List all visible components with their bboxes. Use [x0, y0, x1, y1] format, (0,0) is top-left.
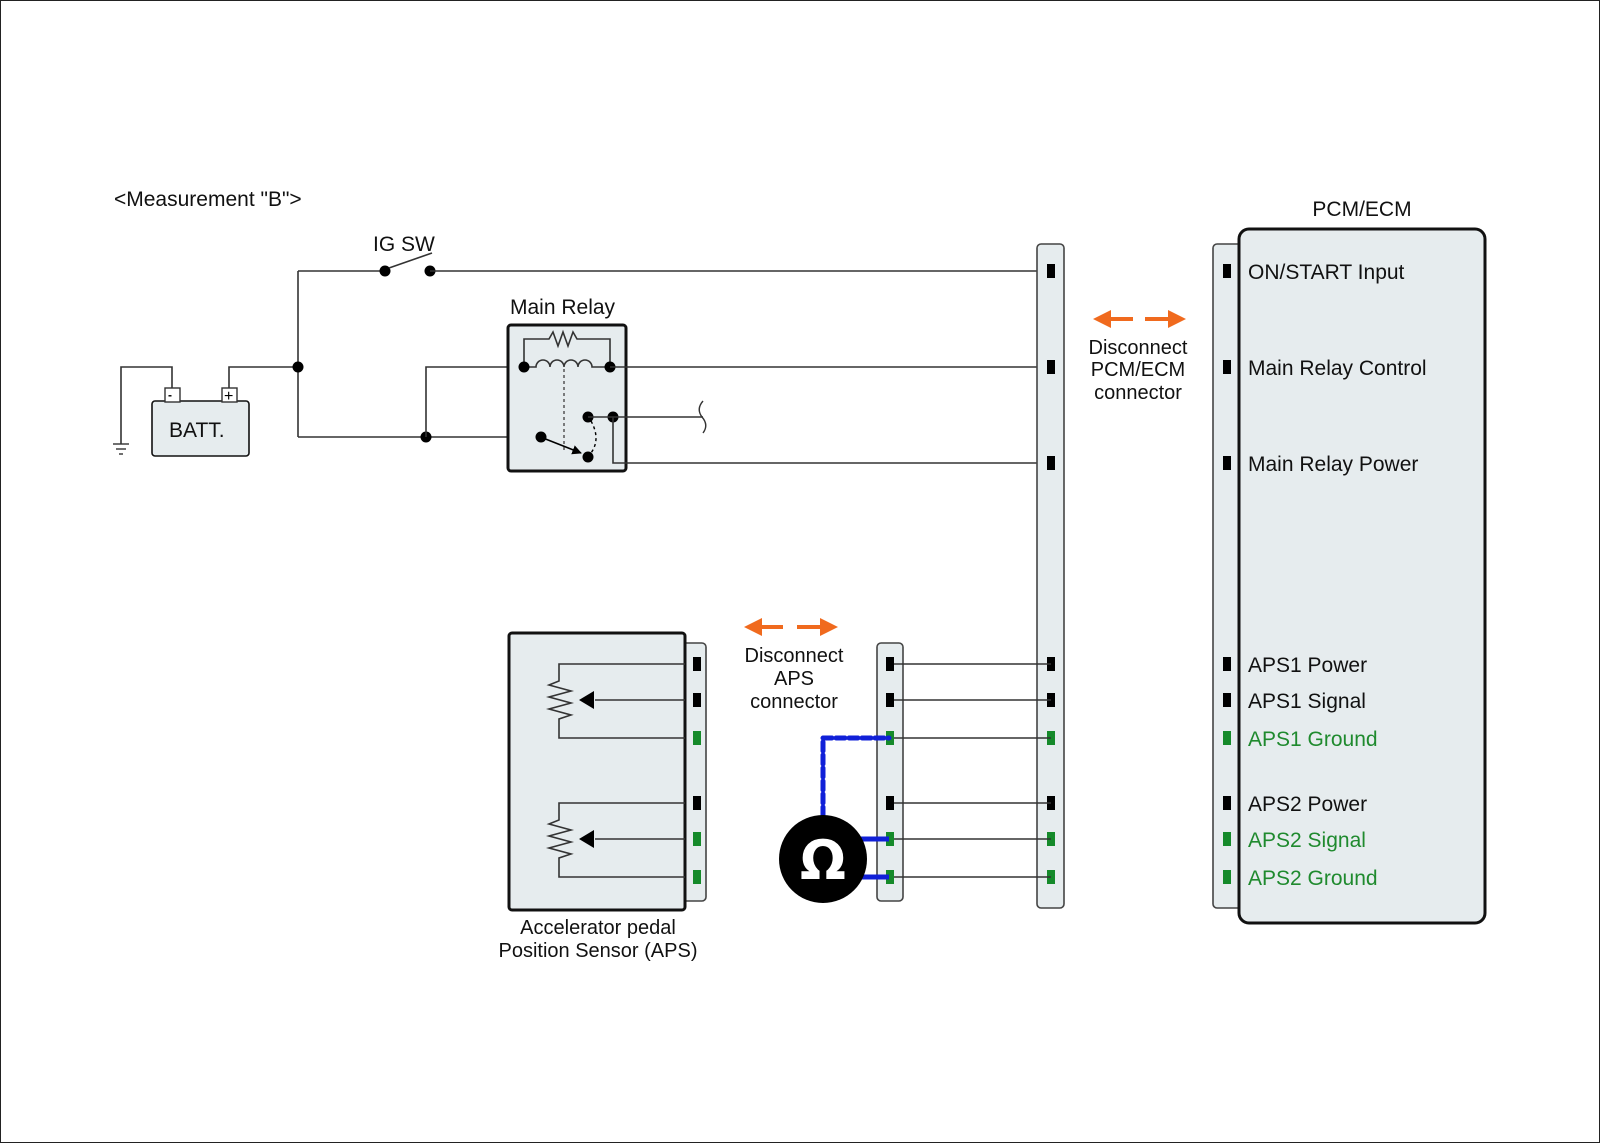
pcm-pin-aps2-ground[interactable]	[1223, 870, 1231, 884]
ohmmeter-body[interactable]	[779, 815, 867, 903]
aps-harness-pin-aps1-signal[interactable]	[886, 693, 894, 707]
aps-harness-wires	[891, 663, 1051, 878]
pcm-pin-label-on-start-input: ON/START Input	[1248, 261, 1405, 284]
aps-sensor-label-2: Position Sensor (APS)	[499, 940, 698, 962]
pcm-pin-label-aps1-signal: APS1 Signal	[1248, 690, 1366, 713]
aps-sensor-pin-aps2-ground	[693, 870, 701, 884]
disconnect-pcm-text-2: PCM/ECM	[1091, 359, 1185, 381]
battery-positive-symbol: +	[224, 388, 233, 405]
aps-sensor-pin-aps1-ground	[693, 731, 701, 745]
pcm-pin-aps1-signal[interactable]	[1223, 693, 1231, 707]
aps-sensor-label-1: Accelerator pedal	[520, 917, 676, 939]
harness-pin-main-relay-control[interactable]	[1047, 360, 1055, 374]
pcm-pin-label-main-relay-control: Main Relay Control	[1248, 357, 1427, 380]
battery-negative-symbol: -	[168, 388, 172, 402]
pcm-pin-label-aps1-power: APS1 Power	[1248, 654, 1367, 677]
aps-sensor-pin-aps1-signal	[693, 693, 701, 707]
pcm-pin-label-aps2-signal: APS2 Signal	[1248, 829, 1366, 852]
pcm-pin-label-aps1-ground: APS1 Ground	[1248, 728, 1378, 751]
aps2-potentiometer	[545, 802, 685, 878]
junction-dot	[292, 361, 304, 373]
wire-main-relay-power	[612, 417, 1053, 464]
pcm-pin-on-start-input[interactable]	[1223, 264, 1231, 278]
pcm-ecm-label: PCM/ECM	[1312, 198, 1411, 221]
ohmmeter[interactable]: Ω	[779, 815, 867, 903]
aps-sensor-body	[507, 631, 687, 912]
pcm-pin-main-relay-power[interactable]	[1223, 456, 1231, 470]
main-relay-body	[506, 323, 628, 473]
aps-harness-connector[interactable]	[876, 642, 904, 902]
pcm-pin-label-aps2-power: APS2 Power	[1248, 793, 1367, 816]
disconnect-aps-text-1: Disconnect	[745, 645, 844, 667]
aps-harness-pin-aps2-power[interactable]	[886, 796, 894, 810]
pcm-pin-aps1-power[interactable]	[1223, 657, 1231, 671]
pcm-pin-label-aps2-ground: APS2 Ground	[1248, 867, 1378, 890]
aps-sensor-pin-aps1-power	[693, 657, 701, 671]
pcm-pin-aps2-signal[interactable]	[1223, 832, 1231, 846]
pcm-pin-main-relay-control[interactable]	[1223, 360, 1231, 374]
disconnect-pcm-text-3: connector	[1094, 382, 1182, 404]
main-relay-label: Main Relay	[510, 296, 616, 319]
aps-sensor-pins	[693, 657, 701, 884]
disconnect-aps-text-3: connector	[750, 691, 838, 713]
battery-body	[151, 400, 250, 457]
disconnect-aps-text-2: APS	[774, 668, 814, 690]
ig-switch: IG SW	[298, 233, 436, 277]
aps1-potentiometer	[545, 663, 685, 739]
harness-pin-main-relay-power[interactable]	[1047, 456, 1055, 470]
ground-icon	[113, 366, 173, 455]
pcm-pin-aps1-ground[interactable]	[1223, 731, 1231, 745]
wire-break-icon	[698, 400, 707, 434]
wire-relay-coil-feed	[425, 366, 524, 437]
ig-switch-label: IG SW	[373, 233, 435, 256]
diagram-title: <Measurement "B">	[114, 188, 302, 211]
main-relay: Main Relay	[506, 296, 628, 473]
aps-sensor-pin-aps2-signal	[693, 832, 701, 846]
ohmmeter-lead-dashed	[820, 735, 892, 819]
ohm-icon: Ω	[800, 829, 846, 892]
harness-connector[interactable]	[1036, 243, 1065, 909]
aps-harness-pin-aps2-ground[interactable]	[886, 870, 894, 884]
aps-sensor-pin-aps2-power	[693, 796, 701, 810]
battery-label: BATT.	[169, 419, 225, 442]
pcm-ecm-body	[1237, 227, 1487, 925]
aps-harness-pin-aps1-power[interactable]	[886, 657, 894, 671]
wire-batt-positive	[228, 366, 298, 388]
aps-harness-pin-aps2-signal[interactable]	[886, 832, 894, 846]
disconnect-pcm-text-1: Disconnect	[1089, 337, 1188, 359]
pcm-pin-aps2-power[interactable]	[1223, 796, 1231, 810]
battery: - + BATT.	[151, 387, 250, 457]
pcm-pin-label-main-relay-power: Main Relay Power	[1248, 453, 1418, 476]
harness-pin-on-start-input[interactable]	[1047, 264, 1055, 278]
